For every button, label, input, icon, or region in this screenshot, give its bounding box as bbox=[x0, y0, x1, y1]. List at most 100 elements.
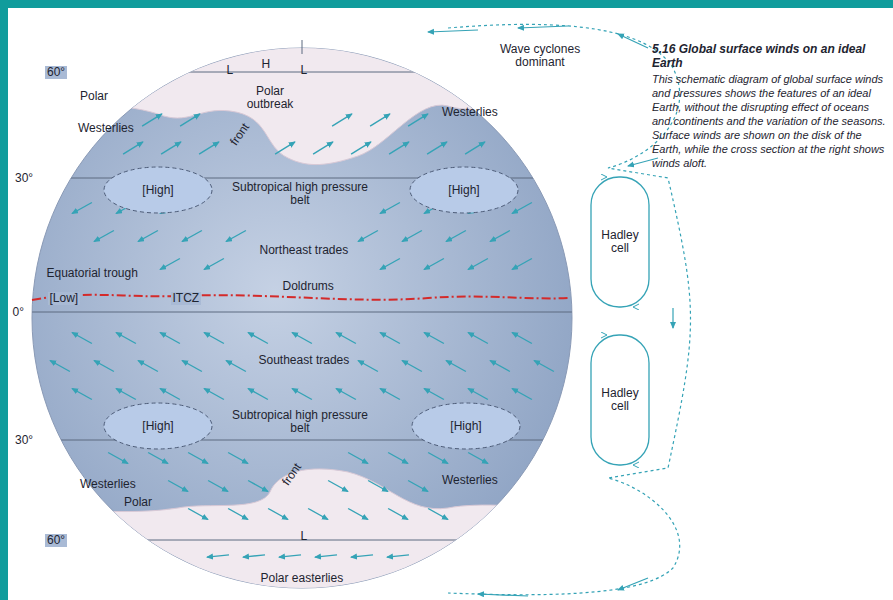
wind-arrow bbox=[428, 509, 448, 520]
wind-arrow bbox=[380, 203, 400, 214]
wind-arrow bbox=[424, 259, 444, 270]
map-label: 60° bbox=[45, 534, 67, 547]
wind-arrow bbox=[328, 481, 348, 492]
map-label: Northeast trades bbox=[260, 244, 349, 257]
wind-arrow bbox=[188, 509, 208, 520]
wind-arrow bbox=[408, 114, 428, 126]
wind-arrow bbox=[292, 389, 312, 400]
node-label: [High] bbox=[411, 420, 521, 433]
hadley-cell: Hadley cell bbox=[587, 332, 653, 468]
pressure-cell: [High] bbox=[103, 402, 213, 450]
node-label: [High] bbox=[103, 184, 213, 197]
map-label: Polar bbox=[80, 90, 108, 103]
aloft-arrow bbox=[672, 308, 673, 328]
wind-arrow bbox=[160, 389, 180, 400]
wind-arrow bbox=[380, 389, 400, 400]
wind-arrow bbox=[207, 555, 229, 557]
wind-arrow bbox=[292, 333, 312, 344]
wind-arrow bbox=[248, 333, 268, 344]
wind-arrow bbox=[351, 142, 371, 154]
map-label: L bbox=[301, 530, 308, 543]
wind-arrow bbox=[380, 333, 400, 344]
map-label: Polar easterlies bbox=[261, 572, 344, 585]
map-label: Subtropical high pressure belt bbox=[225, 181, 375, 207]
wind-arrow bbox=[468, 259, 488, 270]
wind-arrow bbox=[408, 481, 428, 492]
wind-arrow bbox=[388, 453, 408, 464]
map-label: 30° bbox=[13, 172, 35, 185]
wind-arrow bbox=[248, 389, 268, 400]
wind-arrow bbox=[424, 333, 444, 344]
wind-arrow bbox=[358, 361, 378, 372]
wind-arrow bbox=[94, 361, 114, 372]
aloft-arrow bbox=[518, 26, 568, 28]
wind-arrow bbox=[490, 361, 510, 372]
wind-arrow bbox=[468, 333, 488, 344]
map-label: Westerlies bbox=[442, 474, 498, 487]
figure-title: 5.16 Global surface winds on an ideal Ea… bbox=[652, 42, 888, 70]
wind-arrow bbox=[204, 389, 224, 400]
wind-arrow bbox=[208, 481, 228, 492]
aloft-arrow bbox=[618, 34, 648, 48]
wind-arrow bbox=[268, 509, 288, 520]
map-label: 60° bbox=[45, 66, 67, 79]
wind-arrow bbox=[228, 453, 248, 464]
map-label: Doldrums bbox=[283, 280, 334, 293]
wind-arrow bbox=[424, 389, 444, 400]
wind-arrow bbox=[72, 203, 92, 214]
node-label: Hadley cell bbox=[587, 387, 653, 413]
wind-arrow bbox=[108, 453, 128, 464]
figure-panel: [High][High]Hadley cell[High][High]Hadle… bbox=[8, 8, 893, 600]
wind-arrow bbox=[468, 389, 488, 400]
wind-arrow bbox=[226, 361, 246, 372]
wind-arrow bbox=[368, 481, 388, 492]
wind-arrow bbox=[226, 231, 246, 242]
map-label: Subtropical high pressure belt bbox=[225, 409, 375, 435]
map-label: [Low] bbox=[48, 292, 81, 305]
wind-arrow bbox=[512, 259, 532, 270]
wind-arrow bbox=[380, 259, 400, 270]
wind-arrow bbox=[490, 231, 510, 242]
map-label: Westerlies bbox=[80, 478, 136, 491]
wind-arrow bbox=[204, 333, 224, 344]
wind-arrow bbox=[387, 555, 409, 557]
aloft-arrow bbox=[478, 594, 528, 596]
wind-arrow bbox=[94, 231, 114, 242]
pressure-cell: [High] bbox=[409, 166, 519, 214]
wind-arrow bbox=[336, 333, 356, 344]
map-label: L bbox=[301, 64, 308, 77]
wind-arrow bbox=[348, 453, 368, 464]
wind-arrow bbox=[279, 555, 301, 557]
wind-arrow bbox=[402, 231, 422, 242]
wind-arrow bbox=[348, 509, 368, 520]
wind-arrow bbox=[228, 509, 248, 520]
wind-arrow bbox=[72, 333, 92, 344]
map-label: Polar outbreak bbox=[240, 85, 300, 111]
wind-arrow bbox=[116, 389, 136, 400]
map-label: Westerlies bbox=[442, 106, 498, 119]
wind-arrow bbox=[534, 361, 554, 372]
wind-arrow bbox=[160, 259, 180, 270]
wind-arrow bbox=[182, 231, 202, 242]
map-label: ITCZ bbox=[171, 292, 202, 305]
wind-arrow bbox=[446, 231, 466, 242]
aloft-arrow bbox=[428, 30, 478, 32]
map-label: L bbox=[227, 64, 234, 77]
wind-arrow bbox=[243, 555, 265, 557]
map-label: 0° bbox=[13, 306, 24, 319]
wind-arrow bbox=[161, 142, 181, 154]
wind-arrow bbox=[248, 481, 268, 492]
wind-arrow bbox=[388, 509, 408, 520]
wind-arrow bbox=[465, 142, 485, 154]
wind-arrow bbox=[428, 453, 448, 464]
wind-arrow bbox=[168, 481, 188, 492]
wind-arrow bbox=[204, 259, 224, 270]
map-label: Equatorial trough bbox=[47, 267, 138, 280]
wind-arrow bbox=[446, 361, 466, 372]
map-label: Southeast trades bbox=[259, 354, 350, 367]
wind-arrow bbox=[427, 142, 447, 154]
wind-arrow bbox=[199, 142, 219, 154]
pressure-cell: [High] bbox=[411, 402, 521, 450]
map-label: H bbox=[262, 58, 271, 71]
wind-arrow bbox=[402, 361, 422, 372]
